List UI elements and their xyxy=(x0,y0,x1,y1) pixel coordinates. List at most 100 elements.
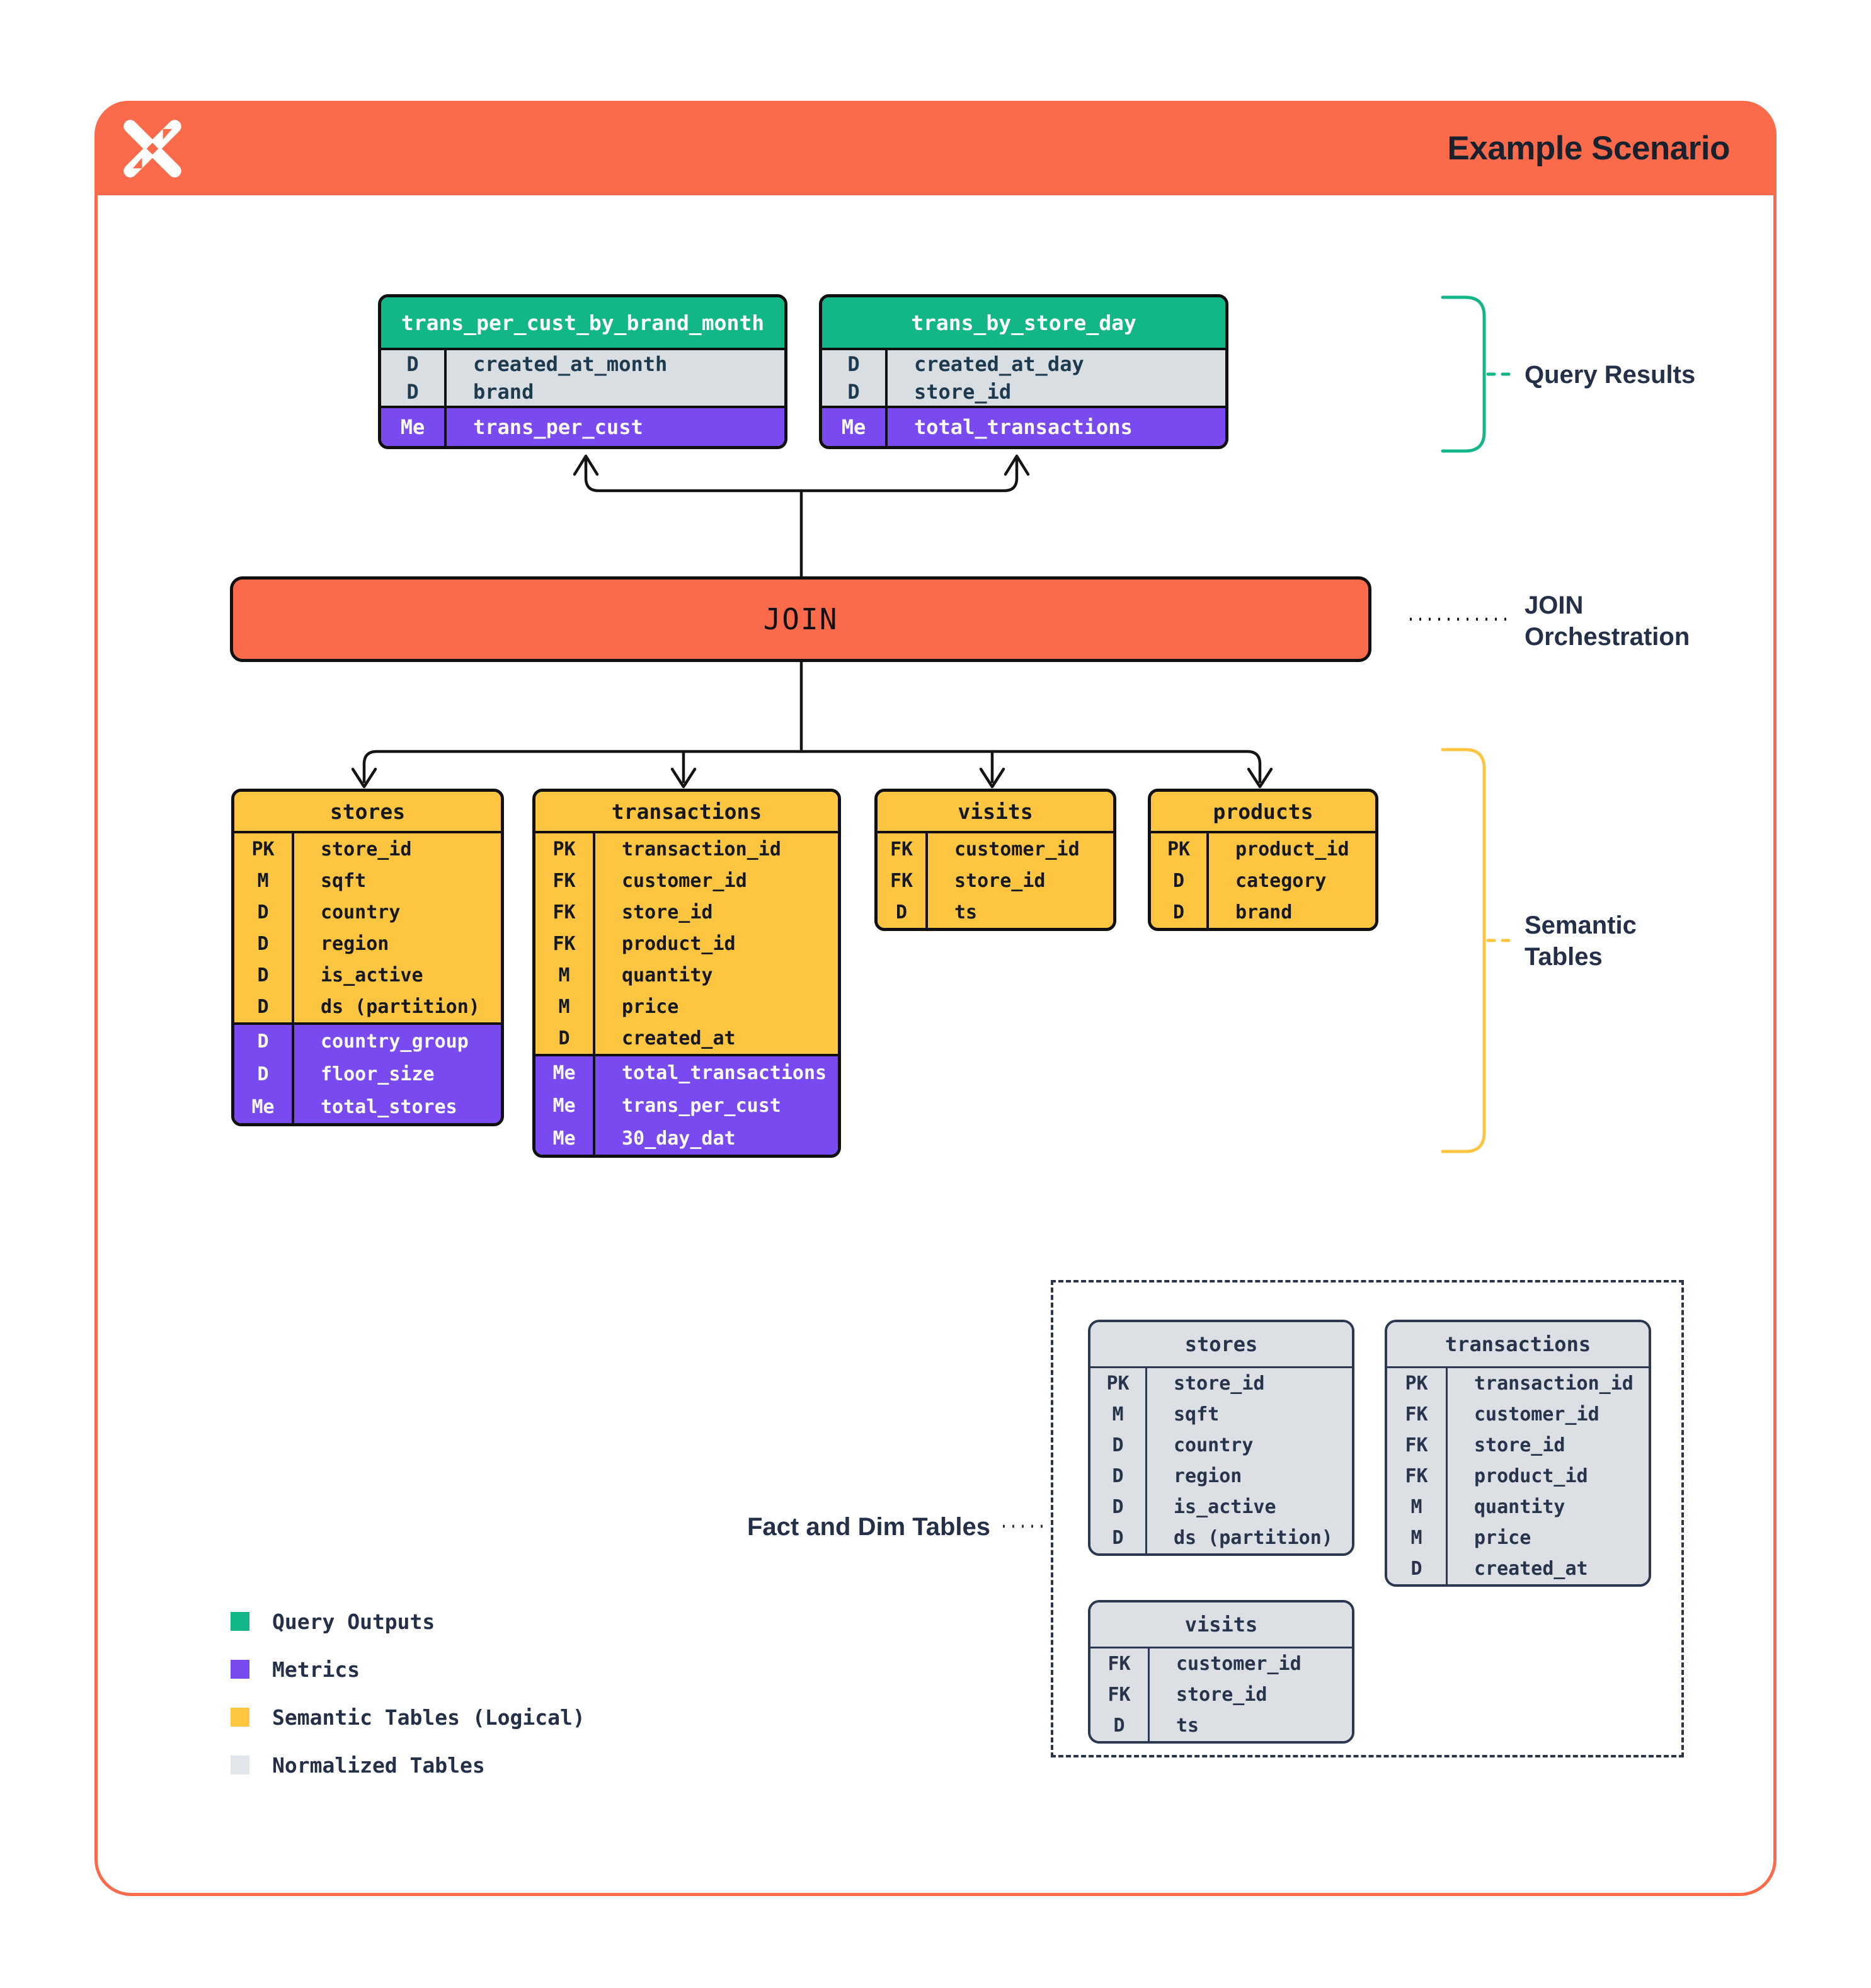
row-key-badge: D xyxy=(1090,1710,1150,1741)
table-row: PK product_id xyxy=(1151,833,1375,865)
legend-label: Query Outputs xyxy=(272,1609,435,1634)
row-field-name: country xyxy=(321,901,401,923)
row-field-name: ts xyxy=(1176,1715,1199,1737)
table-row: FK customer_id xyxy=(535,865,838,896)
row-key-badge: FK xyxy=(535,865,595,896)
row-key-badge: PK xyxy=(535,833,595,865)
row-key-badge: M xyxy=(1387,1492,1448,1522)
row-field-name: quantity xyxy=(622,964,713,986)
table-title: trans_per_cust_by_brand_month xyxy=(381,297,784,350)
card-header: Example Scenario xyxy=(94,101,1777,195)
table-title: stores xyxy=(1090,1322,1352,1368)
row-field-name: region xyxy=(321,932,389,955)
row-field-name: customer_id xyxy=(622,869,747,892)
row-field-name: product_id xyxy=(1235,838,1349,860)
row-field-name: region xyxy=(1174,1465,1242,1487)
row-key-badge: PK xyxy=(1090,1368,1147,1399)
row-key-badge: FK xyxy=(1090,1679,1150,1710)
page-title: Example Scenario xyxy=(1447,129,1730,167)
row-key-badge: Me xyxy=(822,408,888,446)
row-field-name: customer_id xyxy=(954,838,1080,860)
row-field-name: is_active xyxy=(321,964,423,986)
table-row: Me trans_per_cust xyxy=(381,408,784,446)
row-field-name: store_id xyxy=(1174,1373,1265,1395)
legend-item: Semantic Tables (Logical) xyxy=(231,1693,585,1741)
table-title: stores xyxy=(234,792,501,833)
row-key-badge: PK xyxy=(1151,833,1209,865)
row-key-badge: D xyxy=(1387,1553,1448,1584)
row-key-badge: D xyxy=(1090,1461,1147,1492)
row-field-name: country xyxy=(1174,1434,1254,1456)
row-key-badge: D xyxy=(234,896,294,928)
row-key-badge: FK xyxy=(1387,1430,1448,1461)
legend-label: Normalized Tables xyxy=(272,1752,485,1778)
legend-swatch-icon xyxy=(231,1612,249,1631)
fact-dim-tables-box xyxy=(1051,1280,1684,1757)
row-field-name: store_id xyxy=(954,869,1046,892)
row-field-name: trans_per_cust xyxy=(473,415,643,439)
row-field-name: quantity xyxy=(1474,1496,1565,1518)
row-field-name: is_active xyxy=(1174,1496,1276,1518)
row-key-badge: D xyxy=(234,991,294,1022)
row-key-badge: M xyxy=(535,959,595,991)
row-field-name: floor_size xyxy=(321,1063,435,1085)
semantic-tables-label: Semantic Tables xyxy=(1525,911,1637,971)
row-field-name: created_at_month xyxy=(473,352,668,376)
row-key-badge: Me xyxy=(381,408,447,446)
row-field-name: brand xyxy=(473,380,534,404)
row-key-badge: D xyxy=(822,378,888,406)
table-row: Me total_transactions xyxy=(535,1056,838,1089)
table-title: transactions xyxy=(1387,1322,1649,1368)
row-key-badge: D xyxy=(1151,865,1209,896)
legend-swatch-icon xyxy=(231,1756,249,1774)
row-key-badge: Me xyxy=(535,1056,595,1089)
row-field-name: trans_per_cust xyxy=(622,1094,781,1117)
row-field-name: total_transactions xyxy=(914,415,1133,439)
row-field-name: 30_day_dat xyxy=(622,1127,736,1150)
row-key-badge: M xyxy=(1090,1399,1147,1430)
row-key-badge: M xyxy=(1387,1522,1448,1553)
row-key-badge: M xyxy=(535,991,595,1022)
row-field-name: created_at xyxy=(1474,1558,1588,1580)
row-key-badge: Me xyxy=(535,1089,595,1122)
row-field-name: total_transactions xyxy=(622,1061,827,1084)
row-field-name: price xyxy=(1474,1527,1531,1549)
row-key-badge: D xyxy=(1090,1492,1147,1522)
row-field-name: product_id xyxy=(622,932,736,955)
row-field-name: store_id xyxy=(622,901,713,923)
row-key-badge: D xyxy=(535,1022,595,1054)
